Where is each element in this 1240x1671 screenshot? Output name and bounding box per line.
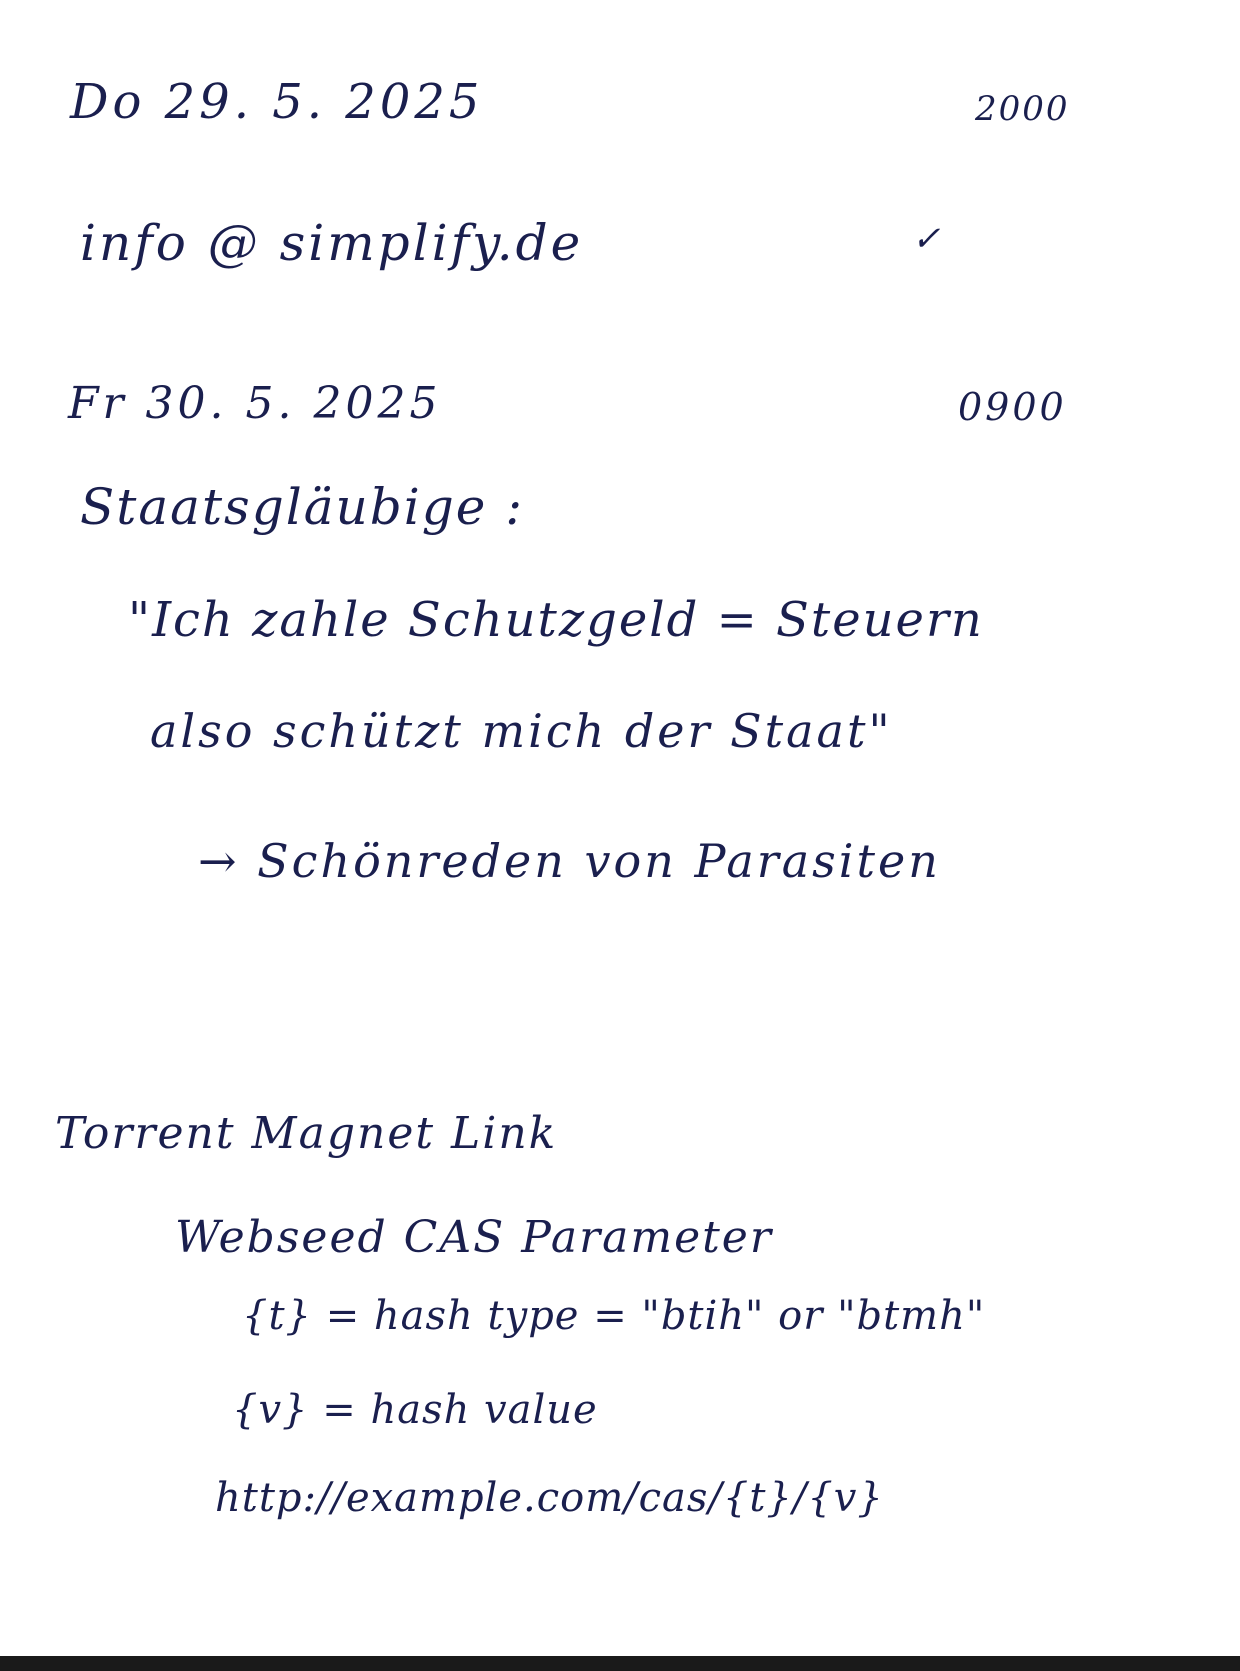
note-quote-line-2: also schützt mich der Staat" [150,704,893,758]
note-param-v: {v} = hash value [232,1387,598,1433]
note-torrent-title: Torrent Magnet Link [55,1108,558,1159]
note-time-2: 0900 [958,385,1067,429]
note-time-1: 2000 [975,89,1070,129]
note-date-1: Do 29. 5. 2025 [70,74,484,130]
note-heading: Staatsgläubige : [80,478,525,536]
note-param-t: {t} = hash type = "btih" or "btmh" [242,1293,986,1339]
note-conclusion: → Schönreden von Parasiten [198,834,941,888]
note-webseed-subtitle: Webseed CAS Parameter [175,1212,773,1263]
note-email: info @ simplify.de [80,214,584,272]
note-url-template: http://example.com/cas/{t}/{v} [215,1475,884,1521]
check-mark-icon: ✓ [912,219,941,259]
note-date-2: Fr 30. 5. 2025 [68,378,442,429]
scan-bottom-edge [0,1656,1240,1671]
note-quote-line-1: "Ich zahle Schutzgeld = Steuern [128,592,984,648]
